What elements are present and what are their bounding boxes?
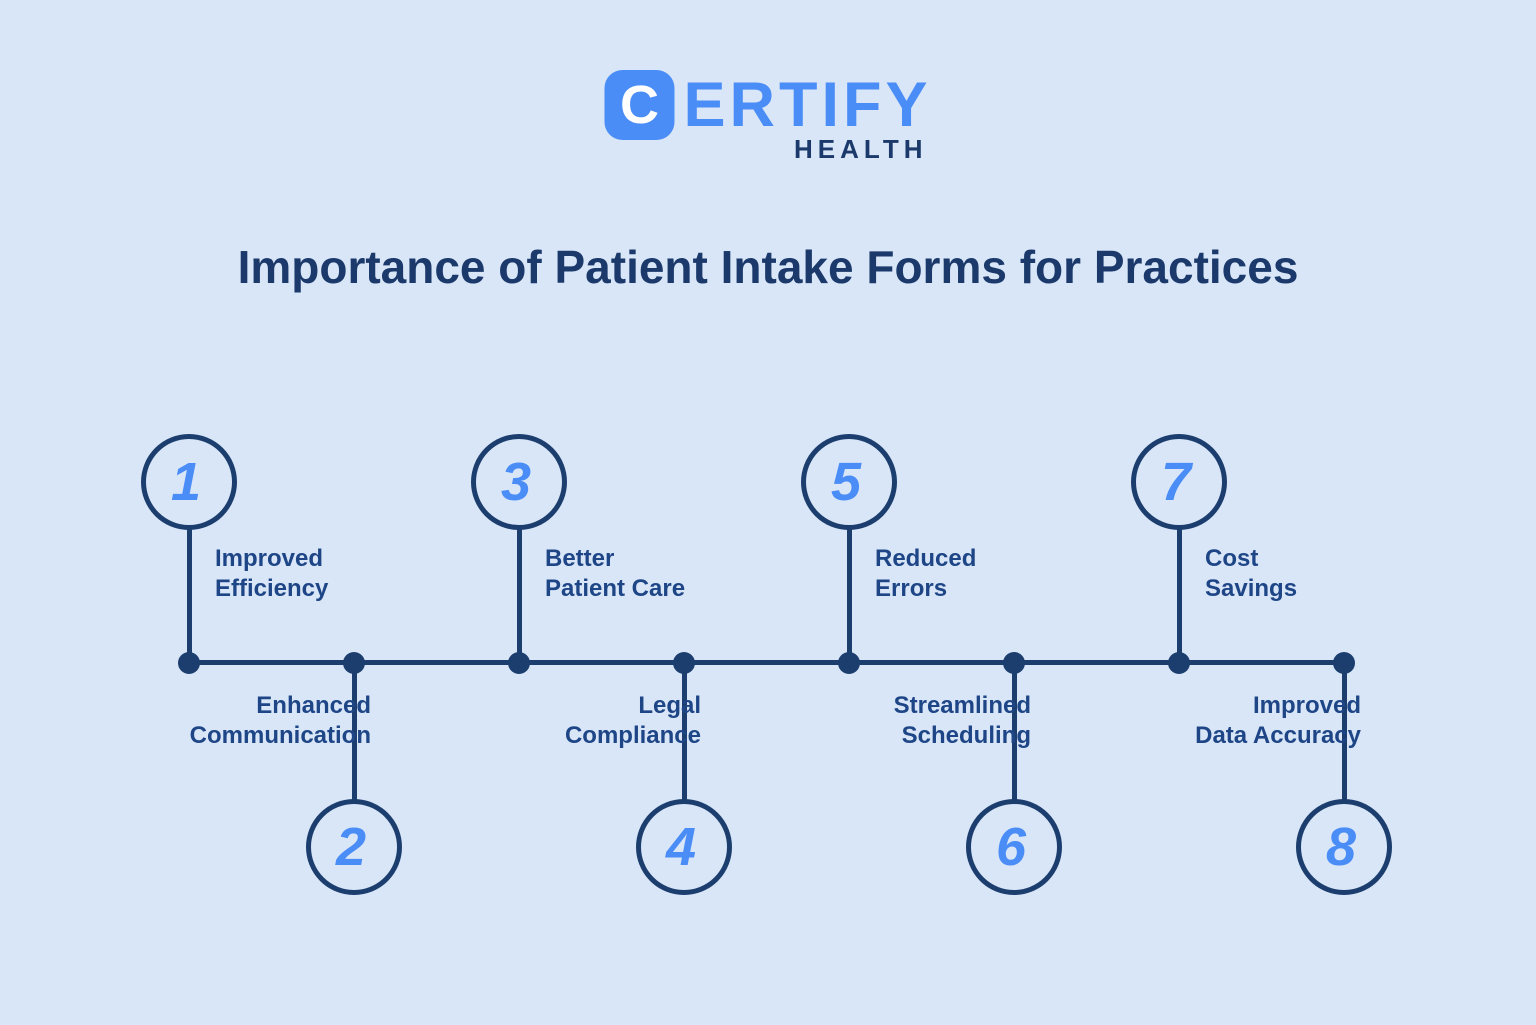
timeline-dot-5 bbox=[838, 652, 860, 674]
timeline-dot-2 bbox=[343, 652, 365, 674]
step-label-line: Data Accuracy bbox=[1195, 722, 1361, 749]
step-circle-7: 7 bbox=[1131, 434, 1227, 530]
step-circle-6: 6 bbox=[966, 799, 1062, 895]
logo-wordmark-row: C ERTIFY bbox=[604, 70, 931, 140]
step-number-1: 1 bbox=[170, 452, 202, 512]
timeline-dot-3 bbox=[508, 652, 530, 674]
certify-c-badge-icon: C bbox=[604, 70, 675, 140]
step-number-5: 5 bbox=[830, 452, 862, 512]
step-circle-4: 4 bbox=[636, 799, 732, 895]
step-label-line: Legal bbox=[638, 692, 701, 719]
step-circle-3: 3 bbox=[471, 434, 567, 530]
timeline-dot-6 bbox=[1003, 652, 1025, 674]
step-label-line: Better bbox=[545, 545, 615, 572]
timeline-axis bbox=[189, 660, 1344, 665]
step-connector-5 bbox=[846, 482, 852, 663]
timeline-dot-4 bbox=[673, 652, 695, 674]
step-circle-8: 8 bbox=[1296, 799, 1392, 895]
step-circle-5: 5 bbox=[801, 434, 897, 530]
timeline-dot-7 bbox=[1168, 652, 1190, 674]
timeline-dot-8 bbox=[1333, 652, 1355, 674]
step-label-line: Compliance bbox=[564, 722, 701, 749]
certify-health-logo: C ERTIFY HEALTH bbox=[604, 70, 931, 165]
step-label-line: Reduced bbox=[875, 545, 977, 572]
step-circle-1: 1 bbox=[141, 434, 237, 530]
step-connector-3 bbox=[516, 482, 522, 663]
step-label-line: Communication bbox=[189, 722, 371, 749]
page-title: Importance of Patient Intake Forms for P… bbox=[237, 241, 1299, 293]
step-label-line: Cost bbox=[1205, 545, 1259, 572]
step-label-line: Efficiency bbox=[215, 575, 329, 602]
step-number-7: 7 bbox=[1160, 452, 1192, 512]
step-connector-8 bbox=[1341, 663, 1347, 847]
step-label-line: Scheduling bbox=[901, 722, 1031, 749]
step-connector-4 bbox=[681, 663, 687, 847]
logo-subtext: HEALTH bbox=[793, 134, 928, 164]
step-connector-7 bbox=[1176, 482, 1182, 663]
step-connector-2 bbox=[351, 663, 357, 847]
step-number-2: 2 bbox=[335, 817, 367, 877]
step-label-line: Enhanced bbox=[256, 692, 371, 719]
step-label-line: Streamlined bbox=[893, 692, 1031, 719]
step-label-line: Improved bbox=[215, 545, 324, 572]
timeline-dot-1 bbox=[178, 652, 200, 674]
step-label-line: Patient Care bbox=[545, 575, 686, 602]
step-connector-6 bbox=[1011, 663, 1017, 847]
step-label-line: Savings bbox=[1205, 575, 1298, 602]
step-number-3: 3 bbox=[500, 452, 532, 512]
logo-badge-letter: C bbox=[619, 75, 659, 135]
step-label-line: Improved bbox=[1252, 692, 1361, 719]
step-circle-2: 2 bbox=[306, 799, 402, 895]
step-number-8: 8 bbox=[1325, 817, 1357, 877]
step-connector-1 bbox=[186, 482, 192, 663]
step-label-line: Errors bbox=[875, 575, 948, 602]
step-number-4: 4 bbox=[665, 817, 697, 877]
step-number-6: 6 bbox=[995, 817, 1027, 877]
logo-wordmark: ERTIFY bbox=[683, 70, 932, 140]
